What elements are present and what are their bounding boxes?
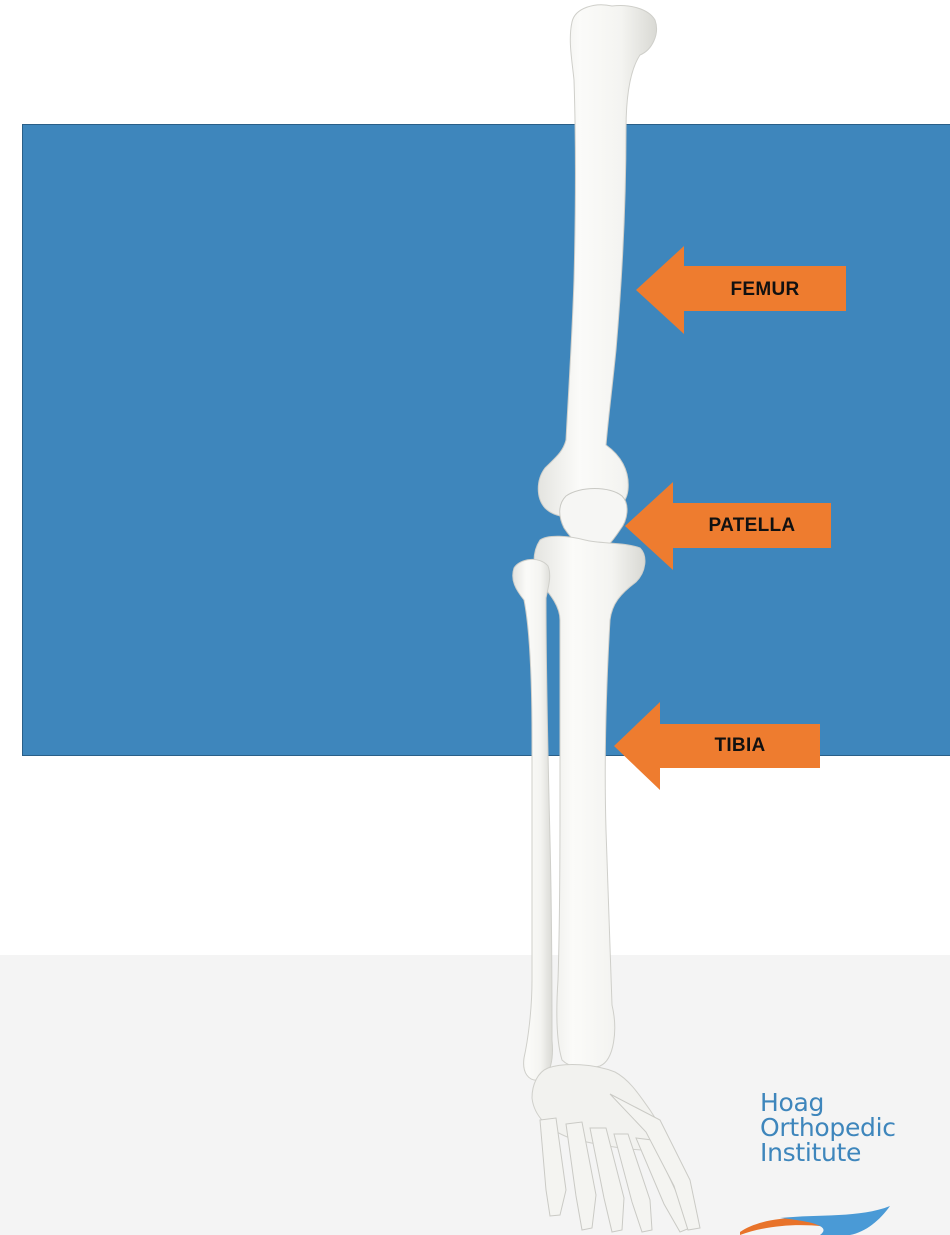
logo-line-3: Institute	[760, 1140, 950, 1165]
patella-label: PATELLA	[673, 482, 831, 570]
femur-label: FEMUR	[684, 246, 846, 334]
logo-line-1: Hoag	[760, 1090, 950, 1115]
patella-callout: PATELLA	[625, 482, 831, 570]
femur-callout: FEMUR	[636, 246, 846, 334]
logo-swoosh-icon	[740, 1200, 920, 1235]
tibia-callout: TIBIA	[614, 702, 820, 790]
hoag-logo: Hoag Orthopedic Institute	[760, 1090, 950, 1235]
tibia-label: TIBIA	[660, 702, 820, 790]
fibula-bone	[513, 559, 553, 1080]
logo-line-2: Orthopedic	[760, 1115, 950, 1140]
